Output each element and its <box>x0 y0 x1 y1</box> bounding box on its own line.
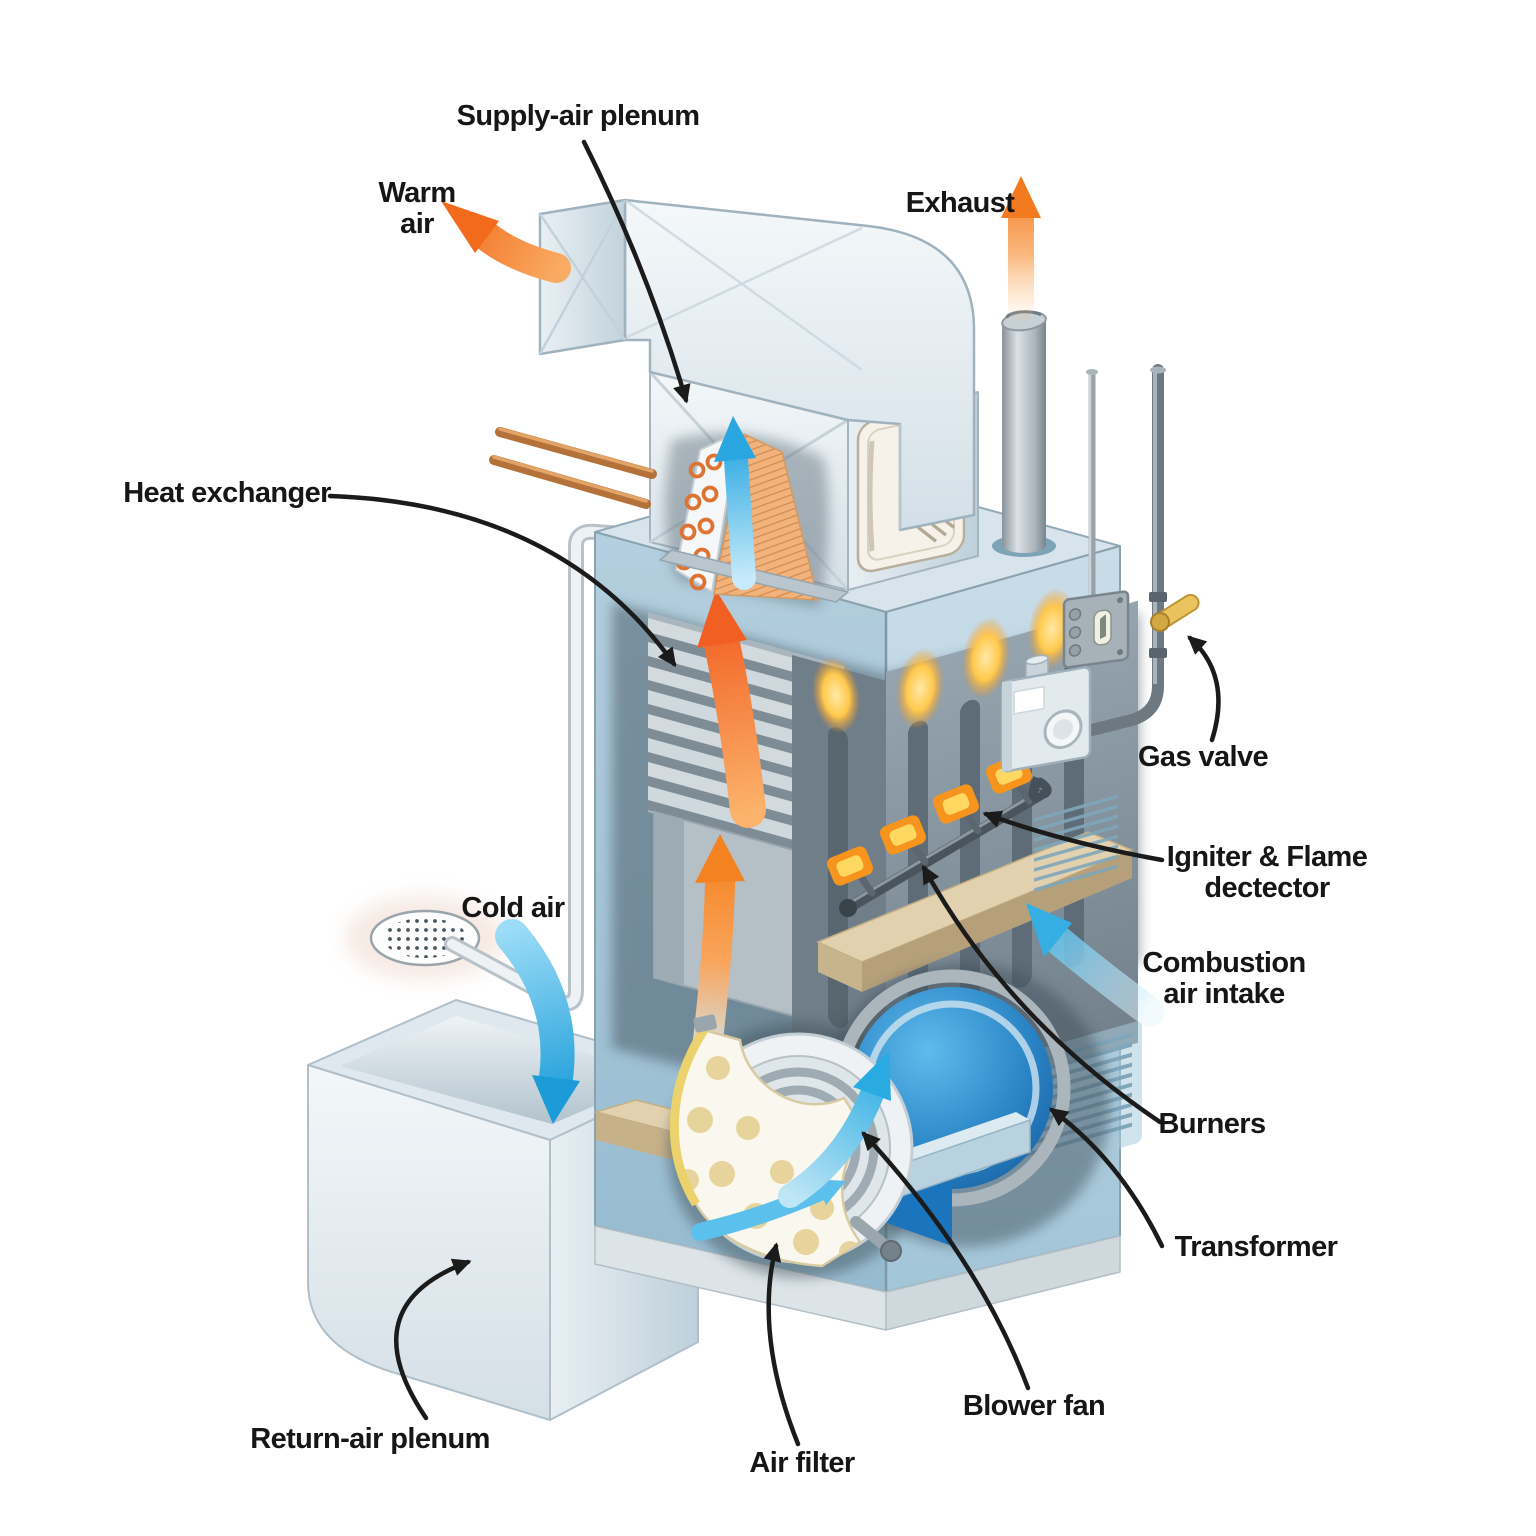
label-gas-valve: Gas valve <box>1137 741 1269 773</box>
electrical-conduit <box>1086 369 1098 600</box>
label-transformer: Transformer <box>1174 1231 1338 1263</box>
label-cold-air: Cold air <box>461 892 565 924</box>
exhaust-flue <box>992 310 1056 557</box>
leader-return-air-plenum <box>394 1258 472 1421</box>
leader-supply-air-plenum <box>581 139 691 404</box>
leader-burners <box>921 864 1163 1125</box>
exhaust-arrow <box>1001 176 1041 321</box>
leader-igniter <box>982 810 1165 863</box>
supply-duct <box>538 198 976 532</box>
gas-shutoff-valve <box>1150 593 1200 632</box>
label-warm-air: Warm air <box>378 177 456 241</box>
gas-supply-pipe <box>1086 364 1200 736</box>
blower-compartment <box>668 963 1110 1278</box>
copper-pipes <box>489 427 657 509</box>
leader-transformer <box>1048 1107 1165 1249</box>
leader-gas-valve <box>1187 635 1221 743</box>
label-air-filter: Air filter <box>749 1447 855 1479</box>
combustion-intake-arrow <box>1026 903 1165 1027</box>
gas-control-box <box>1000 654 1092 802</box>
leader-heat-exchanger <box>327 493 677 668</box>
label-heat-exchanger: Heat exchanger <box>123 477 331 509</box>
junction-box <box>1062 590 1130 669</box>
label-blower-fan: Blower fan <box>962 1390 1106 1422</box>
label-combustion-air-intake: Combustion air intake <box>1142 947 1306 1011</box>
label-supply-air-plenum: Supply-air plenum <box>456 100 700 132</box>
leader-blower-fan <box>861 1131 1031 1391</box>
label-exhaust: Exhaust <box>905 187 1015 219</box>
blower-airflow-arrows <box>691 1051 891 1241</box>
warm-air-arrow <box>441 201 571 283</box>
label-return-air-plenum: Return-air plenum <box>250 1423 490 1455</box>
burner-manifold <box>839 778 1046 917</box>
leader-lines <box>327 139 1221 1447</box>
label-burners: Burners <box>1158 1108 1267 1140</box>
burner-flames <box>827 754 1032 886</box>
leader-air-filter <box>763 1242 801 1447</box>
coil-airflow-arrow <box>714 416 756 590</box>
label-igniter-flame-detector: Igniter & Flame dectector <box>1166 841 1368 905</box>
cold-air-arrow <box>495 919 580 1124</box>
